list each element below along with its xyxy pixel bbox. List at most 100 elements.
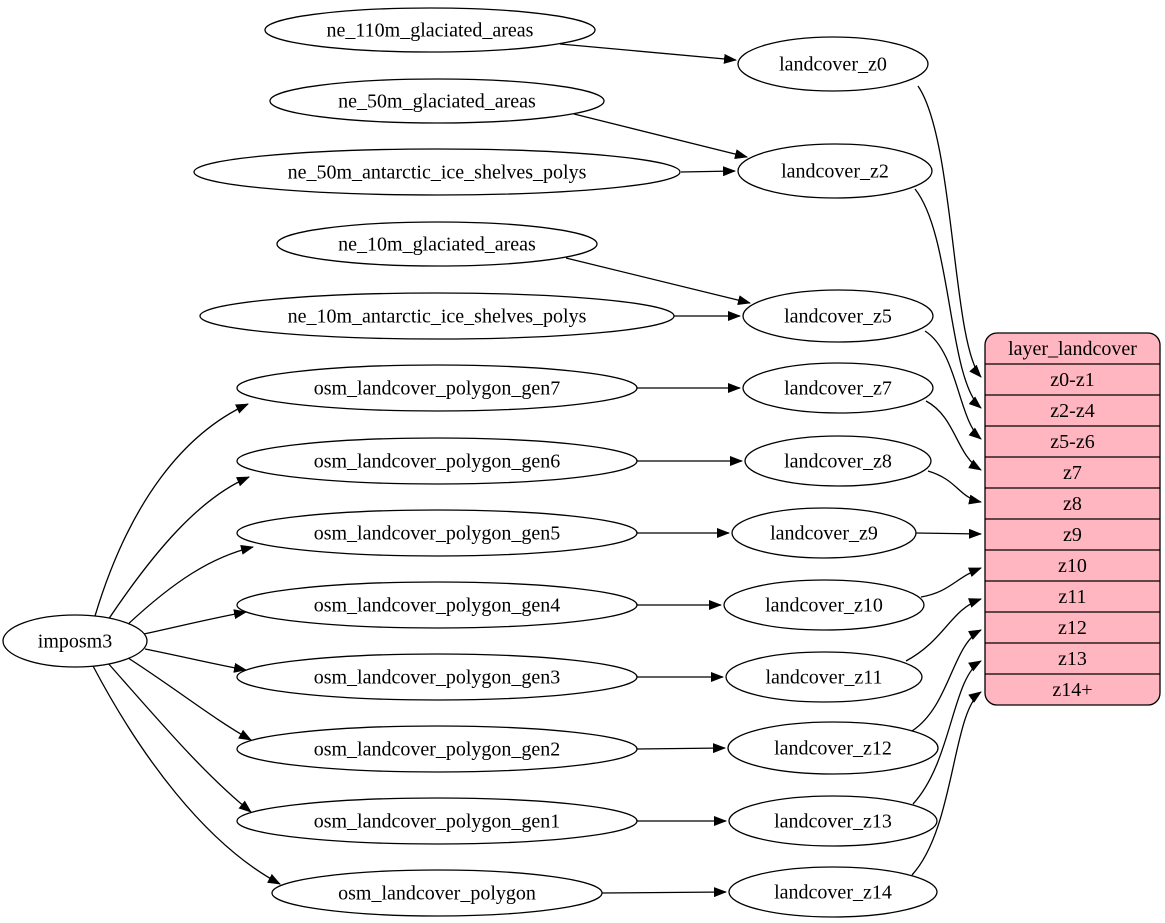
record-row-z10: z10 <box>1058 555 1087 577</box>
node-label-landcover_z8: landcover_z8 <box>784 451 892 473</box>
node-label-osm_landcover_polygon_gen5: osm_landcover_polygon_gen5 <box>314 523 561 545</box>
node-shape-landcover_z9 <box>731 507 917 559</box>
edge-ne_110m_glaciated_areas--landcover_z0 <box>559 43 737 64</box>
node-shape-osm_landcover_polygon_gen5 <box>236 509 638 557</box>
record-row-z12: z12 <box>1058 617 1087 639</box>
node-shape-ne_110m_glaciated_areas <box>264 7 596 53</box>
node-label-landcover_z14: landcover_z14 <box>774 882 892 904</box>
node-label-landcover_z11: landcover_z11 <box>766 667 883 689</box>
node-label-landcover_z12: landcover_z12 <box>774 738 892 760</box>
node-landcover_z9: landcover_z9 <box>731 507 917 559</box>
edge-landcover_z0--layer_landcover:z0-z1 <box>917 85 982 378</box>
node-landcover_z8: landcover_z8 <box>744 435 932 487</box>
node-label-ne_10m_antarctic_ice_shelves_polys: ne_10m_antarctic_ice_shelves_polys <box>288 306 587 328</box>
node-shape-landcover_z7 <box>742 362 934 414</box>
edge-imposm3--osm_landcover_polygon <box>92 665 281 885</box>
edge-imposm3--osm_landcover_polygon_gen2 <box>124 655 252 741</box>
node-shape-osm_landcover_polygon_gen7 <box>236 364 638 412</box>
node-label-ne_10m_glaciated_areas: ne_10m_glaciated_areas <box>338 234 536 256</box>
node-shape-osm_landcover_polygon_gen4 <box>236 581 638 629</box>
edge-ne_50m_antarctic_ice_shelves_polys--landcover_z2 <box>680 166 736 177</box>
node-shape-osm_landcover_polygon_gen1 <box>236 797 638 845</box>
edge-landcover_z10--layer_landcover:z10 <box>920 567 982 598</box>
node-ne_50m_antarctic_ice_shelves_polys: ne_50m_antarctic_ice_shelves_polys <box>193 148 681 196</box>
node-landcover_z2: landcover_z2 <box>737 143 933 199</box>
node-shape-ne_50m_glaciated_areas <box>269 78 605 124</box>
node-shape-osm_landcover_polygon_gen6 <box>236 437 638 485</box>
node-label-ne_110m_glaciated_areas: ne_110m_glaciated_areas <box>327 20 534 42</box>
node-landcover_z0: landcover_z0 <box>737 36 929 92</box>
node-shape-osm_landcover_polygon <box>271 869 603 917</box>
node-shape-landcover_z2 <box>737 143 933 199</box>
record-layer_landcover: layer_landcoverz0-z1z2-z4z5-z6z7z8z9z10z… <box>984 332 1161 706</box>
edge-imposm3--osm_landcover_polygon_gen6 <box>107 476 250 621</box>
record-row-z5-z6: z5-z6 <box>1050 431 1094 453</box>
edge-landcover_z14--layer_landcover:z14 <box>911 691 982 876</box>
node-osm_landcover_polygon_gen3: osm_landcover_polygon_gen3 <box>236 653 638 701</box>
node-osm_landcover_polygon: osm_landcover_polygon <box>271 869 603 917</box>
node-label-osm_landcover_polygon_gen4: osm_landcover_polygon_gen4 <box>314 595 561 617</box>
edge-ne_10m_glaciated_areas--landcover_z5 <box>565 257 751 306</box>
node-landcover_z12: landcover_z12 <box>727 721 939 775</box>
node-shape-landcover_z13 <box>728 795 938 847</box>
node-landcover_z10: landcover_z10 <box>723 579 925 631</box>
node-osm_landcover_polygon_gen6: osm_landcover_polygon_gen6 <box>236 437 638 485</box>
node-label-osm_landcover_polygon_gen3: osm_landcover_polygon_gen3 <box>314 667 561 689</box>
node-label-landcover_z0: landcover_z0 <box>779 54 887 76</box>
node-osm_landcover_polygon_gen1: osm_landcover_polygon_gen1 <box>236 797 638 845</box>
node-shape-ne_10m_antarctic_ice_shelves_polys <box>199 292 675 340</box>
edge-osm_landcover_polygon_gen2--landcover_z12 <box>636 743 726 754</box>
edge-landcover_z9--layer_landcover:z9 <box>915 528 982 539</box>
record-row-z2-z4: z2-z4 <box>1050 400 1094 422</box>
node-shape-landcover_z5 <box>742 289 934 343</box>
edge-ne_50m_glaciated_areas--landcover_z2 <box>573 113 748 159</box>
node-osm_landcover_polygon_gen7: osm_landcover_polygon_gen7 <box>236 364 638 412</box>
node-shape-ne_10m_glaciated_areas <box>276 221 598 267</box>
node-label-ne_50m_glaciated_areas: ne_50m_glaciated_areas <box>338 91 536 113</box>
nodes-layer: imposm3ne_110m_glaciated_areasne_50m_gla… <box>2 7 939 918</box>
node-shape-landcover_z10 <box>723 579 925 631</box>
node-label-osm_landcover_polygon: osm_landcover_polygon <box>338 883 536 905</box>
node-label-landcover_z9: landcover_z9 <box>770 523 878 545</box>
node-shape-ne_50m_antarctic_ice_shelves_polys <box>193 148 681 196</box>
node-osm_landcover_polygon_gen5: osm_landcover_polygon_gen5 <box>236 509 638 557</box>
node-shape-landcover_z12 <box>727 721 939 775</box>
node-shape-landcover_z11 <box>725 651 923 703</box>
node-shape-landcover_z0 <box>737 36 929 92</box>
record-row-z0-z1: z0-z1 <box>1050 369 1094 391</box>
node-label-landcover_z5: landcover_z5 <box>784 306 892 328</box>
node-ne_50m_glaciated_areas: ne_50m_glaciated_areas <box>269 78 605 124</box>
record-row-z8: z8 <box>1063 493 1082 515</box>
node-label-osm_landcover_polygon_gen2: osm_landcover_polygon_gen2 <box>314 739 561 761</box>
record-row-z13: z13 <box>1058 648 1087 670</box>
edge-imposm3--osm_landcover_polygon_gen1 <box>106 661 252 813</box>
node-landcover_z5: landcover_z5 <box>742 289 934 343</box>
edge-landcover_z7--layer_landcover:z7 <box>925 400 982 471</box>
node-osm_landcover_polygon_gen2: osm_landcover_polygon_gen2 <box>236 725 638 773</box>
node-shape-landcover_z8 <box>744 435 932 487</box>
edge-landcover_z5--layer_landcover:z5-z6 <box>924 330 982 440</box>
edge-imposm3--osm_landcover_polygon_gen5 <box>124 544 254 628</box>
node-shape-landcover_z14 <box>728 866 938 918</box>
node-shape-imposm3 <box>2 614 148 668</box>
node-label-ne_50m_antarctic_ice_shelves_polys: ne_50m_antarctic_ice_shelves_polys <box>288 162 587 184</box>
edge-imposm3--osm_landcover_polygon_gen3 <box>144 648 247 673</box>
node-ne_110m_glaciated_areas: ne_110m_glaciated_areas <box>264 7 596 53</box>
record-title: layer_landcover <box>1008 338 1137 360</box>
edge-landcover_z8--layer_landcover:z8 <box>927 470 982 505</box>
edge-landcover_z2--layer_landcover:z2-z4 <box>914 188 982 409</box>
node-label-osm_landcover_polygon_gen7: osm_landcover_polygon_gen7 <box>314 378 561 400</box>
node-ne_10m_glaciated_areas: ne_10m_glaciated_areas <box>276 221 598 267</box>
node-label-osm_landcover_polygon_gen6: osm_landcover_polygon_gen6 <box>314 451 561 473</box>
node-label-landcover_z13: landcover_z13 <box>774 811 892 833</box>
edge-landcover_z11--layer_landcover:z11 <box>905 598 982 662</box>
edge-imposm3--osm_landcover_polygon_gen7 <box>94 403 249 617</box>
node-osm_landcover_polygon_gen4: osm_landcover_polygon_gen4 <box>236 581 638 629</box>
node-landcover_z14: landcover_z14 <box>728 866 938 918</box>
record-row-z14: z14+ <box>1052 679 1092 701</box>
edge-landcover_z12--layer_landcover:z12 <box>911 629 982 732</box>
record-row-z7: z7 <box>1063 462 1082 484</box>
node-ne_10m_antarctic_ice_shelves_polys: ne_10m_antarctic_ice_shelves_polys <box>199 292 675 340</box>
